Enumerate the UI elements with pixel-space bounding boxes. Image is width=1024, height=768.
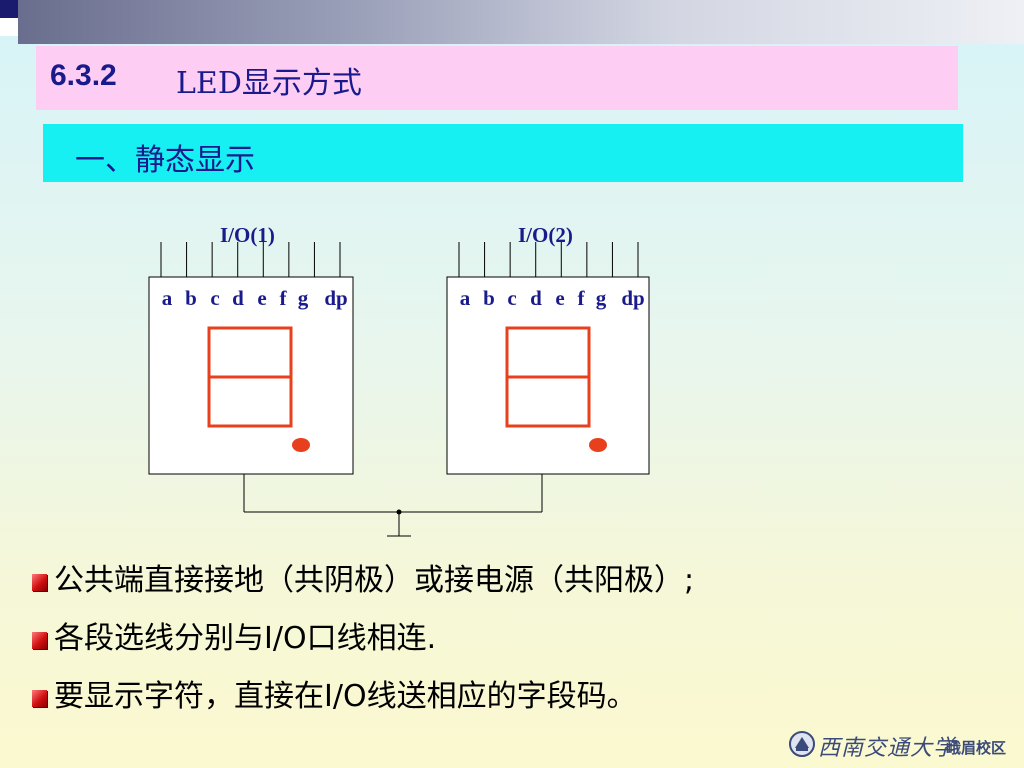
segment-label-g: g — [596, 286, 607, 310]
display-2-pins — [458, 242, 639, 277]
campus-name: 峨眉校区 — [946, 739, 1007, 757]
university-seal-icon — [789, 731, 815, 757]
segment-label-g: g — [298, 286, 309, 310]
bullet-list: 公共端直接接地（共阴极）或接电源（共阳极）; 各段选线分别与I/O口线相连. 要… — [30, 552, 1010, 726]
subtitle-bar: 一、静态显示 — [43, 124, 963, 182]
segment-label-e: e — [555, 286, 564, 310]
segment-label-e: e — [257, 286, 266, 310]
segment-label-b: b — [185, 286, 197, 310]
segment-label-c: c — [210, 286, 219, 310]
bullet-item-1: 公共端直接接地（共阴极）或接电源（共阳极）; — [30, 552, 1010, 610]
university-name: 西南交通大学 — [818, 736, 957, 761]
subtitle-text: 一、静态显示 — [75, 143, 255, 178]
segment-label-d: d — [232, 286, 244, 310]
university-logo: 西南交通大学 峨眉校区 — [786, 726, 1016, 764]
segment-label-b: b — [483, 286, 495, 310]
bullet-text: 各段选线分别与I/O口线相连. — [54, 621, 437, 656]
ground-junction-dot — [396, 509, 402, 515]
bullet-text: 公共端直接接地（共阴极）或接电源（共阳极）; — [54, 563, 695, 598]
segment-label-dp: dp — [621, 286, 644, 310]
common-ground-wiring — [243, 474, 543, 537]
segment-label-a: a — [162, 286, 173, 310]
bullet-square-icon — [32, 632, 47, 649]
bullet-text: 要显示字符，直接在I/O线送相应的字段码。 — [54, 679, 637, 714]
display-1-io-label: I/O(1) — [220, 223, 275, 247]
display-2-digit — [505, 326, 591, 428]
segment-label-f: f — [578, 286, 586, 310]
section-title: LED显示方式 — [176, 66, 362, 101]
top-band — [18, 0, 1024, 44]
segment-label-f: f — [280, 286, 288, 310]
section-number: 6.3.2 — [50, 59, 117, 92]
bullet-square-icon — [32, 574, 47, 591]
title-bar: 6.3.2 LED显示方式 — [36, 46, 958, 110]
segment-label-dp: dp — [324, 286, 347, 310]
display-1-pins — [160, 242, 341, 277]
bullet-item-2: 各段选线分别与I/O口线相连. — [30, 610, 1010, 668]
segment-label-c: c — [507, 286, 516, 310]
display-1-digit-lower — [207, 375, 293, 428]
segment-label-a: a — [460, 286, 471, 310]
display-1-digit — [207, 326, 293, 428]
display-2-io-label: I/O(2) — [518, 223, 573, 247]
bullet-square-icon — [32, 690, 47, 707]
bullet-item-3: 要显示字符，直接在I/O线送相应的字段码。 — [30, 668, 1010, 726]
display-2-digit-lower — [505, 375, 591, 428]
display-1-decimal-point — [292, 438, 310, 452]
segment-label-d: d — [530, 286, 542, 310]
display-2-decimal-point — [589, 438, 607, 452]
